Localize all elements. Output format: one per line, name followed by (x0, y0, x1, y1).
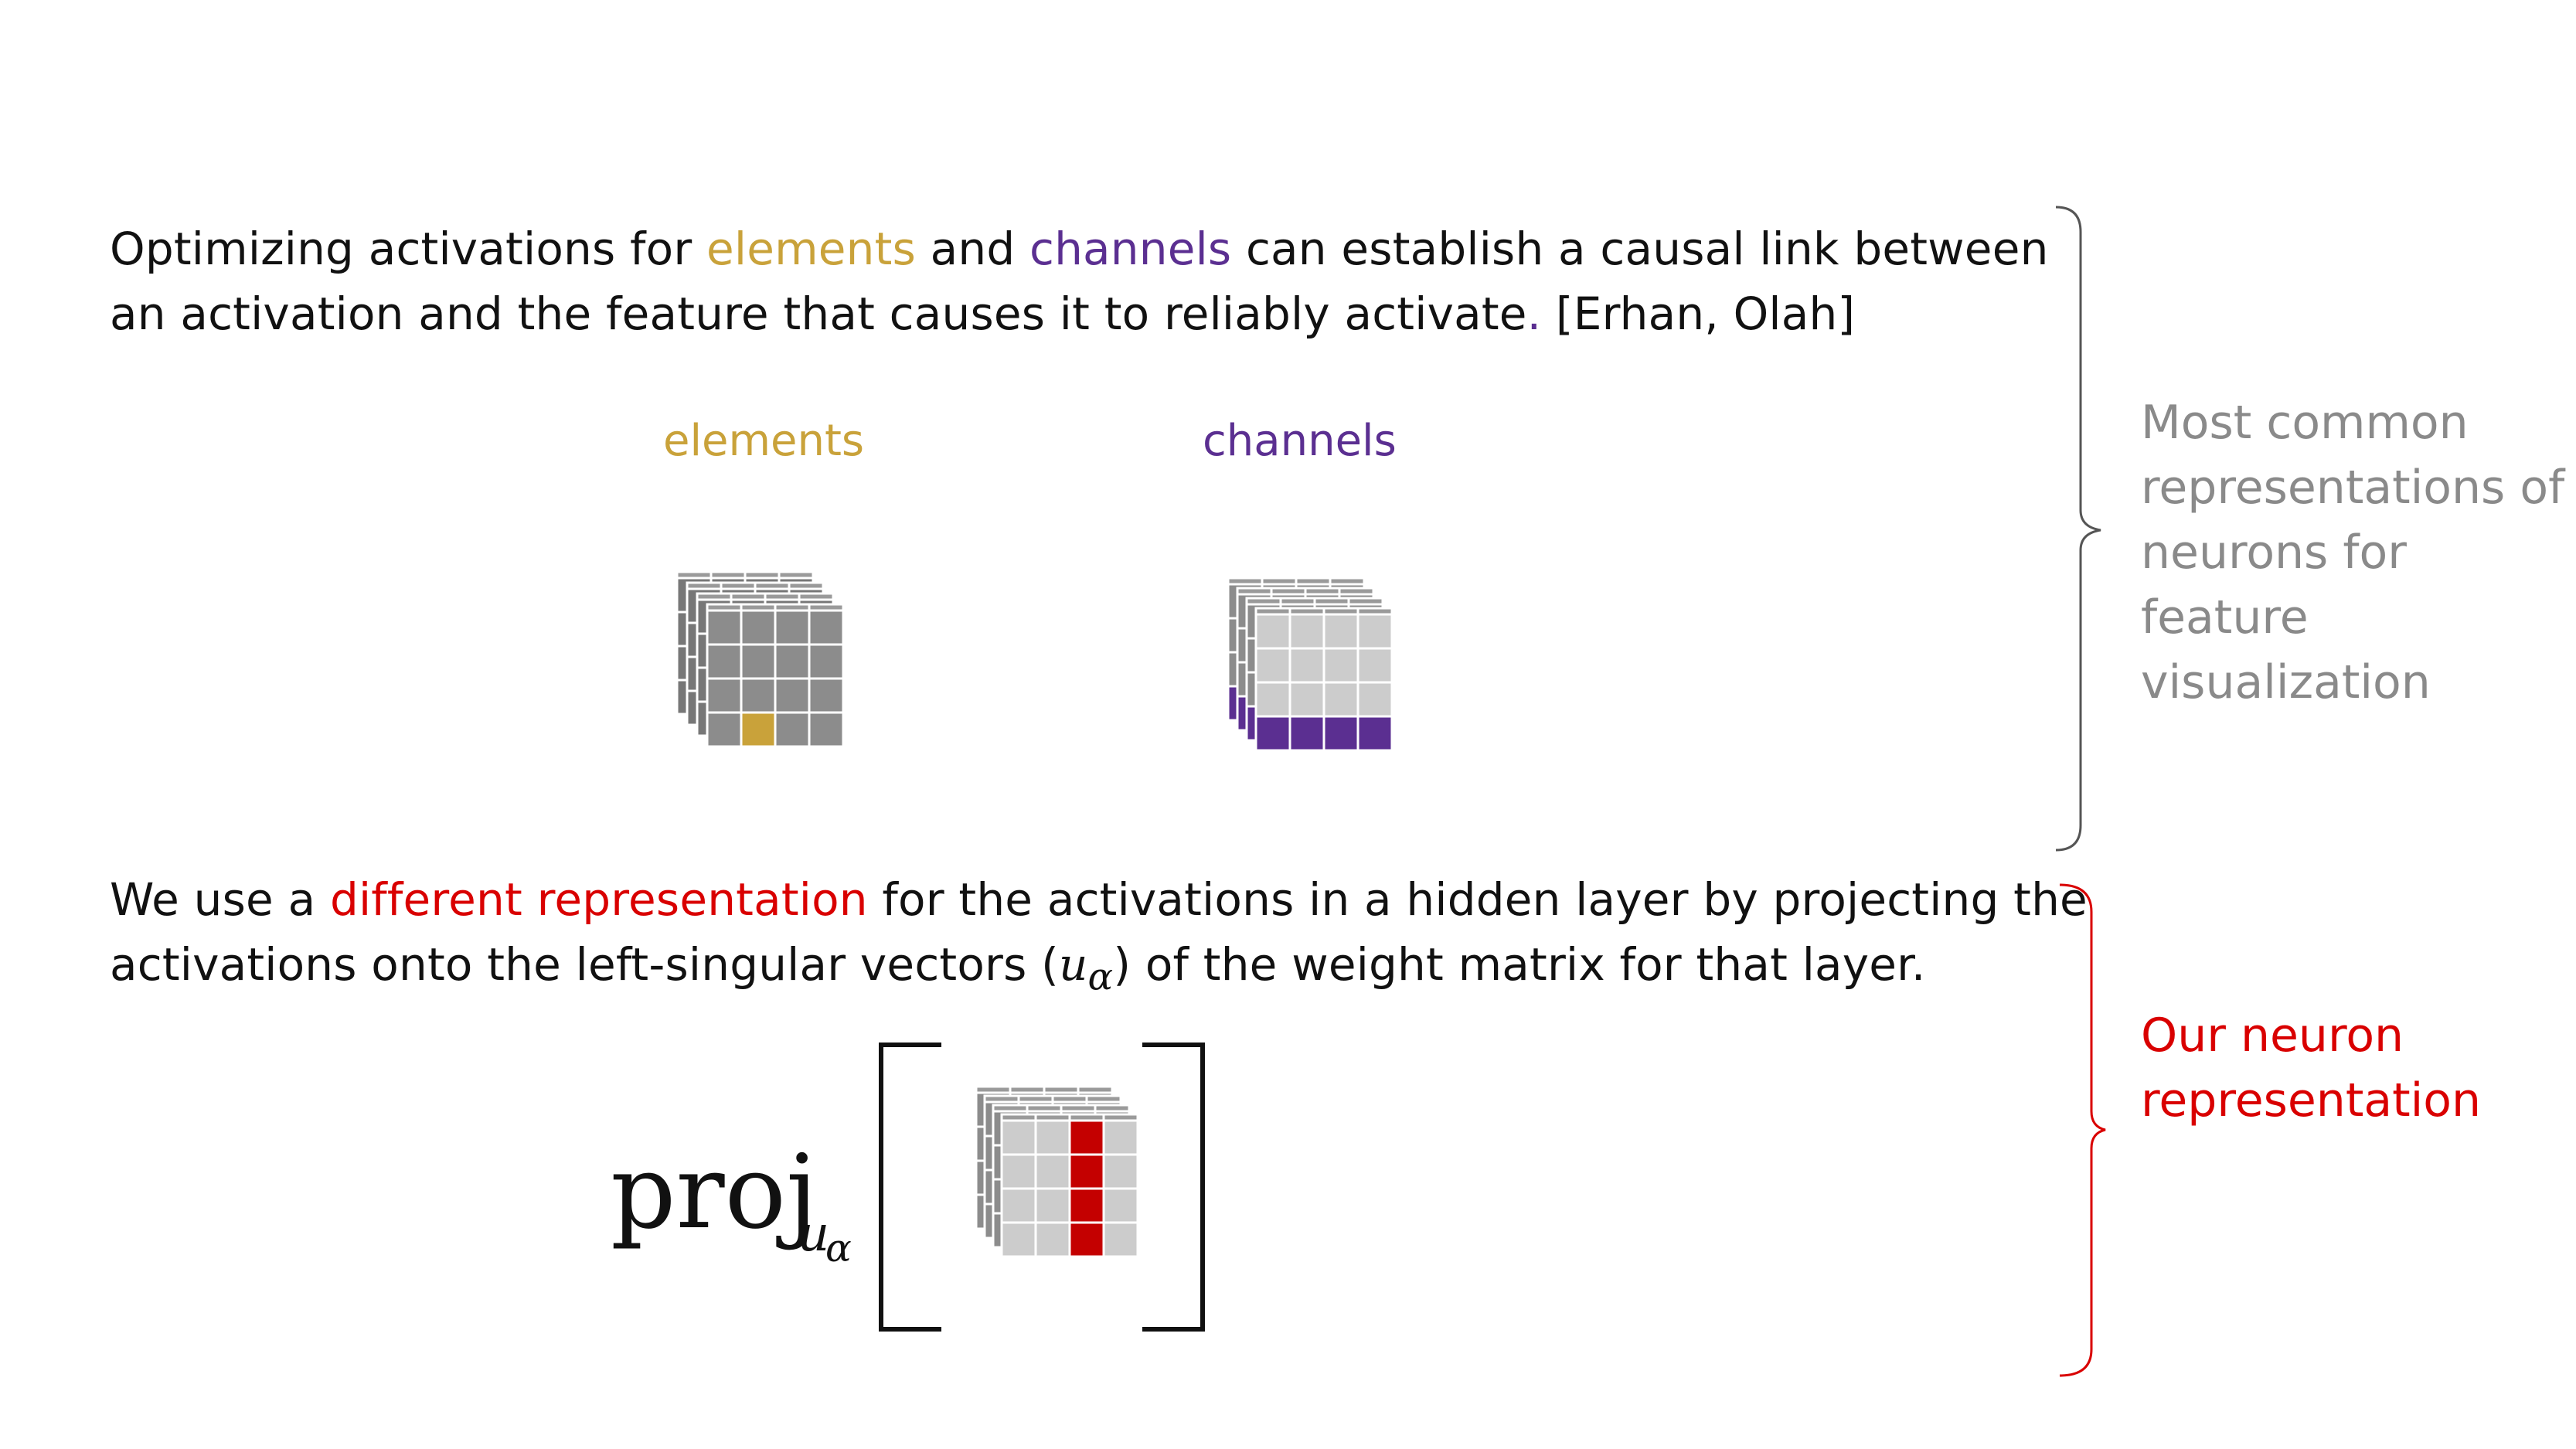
ours-text-end: ) of the weight matrix for that layer. (1113, 938, 1926, 991)
right-bracket (1142, 1043, 1205, 1332)
channels-cell (1322, 613, 1359, 650)
alpha-subscript: α (1087, 955, 1114, 999)
projected-cell (1102, 1221, 1139, 1258)
elements-cell (808, 643, 845, 680)
elements-cell (706, 643, 743, 680)
projected-cell (1034, 1221, 1071, 1258)
intro-citation: [Erhan, Olah] (1541, 287, 1856, 340)
intro-text-body: can establish a causal link between an a… (110, 223, 2049, 340)
projected-cell (1034, 1187, 1071, 1224)
channels-cell (1288, 681, 1325, 718)
channels-cell (1288, 647, 1325, 684)
projection-formula: proj u α (611, 1043, 1205, 1332)
intro-channels-word: channels (1029, 223, 1232, 275)
proj-operator: proj (611, 1133, 818, 1252)
elements-activation-cube (675, 570, 845, 748)
elements-cell (740, 609, 777, 646)
channels-cell (1322, 715, 1359, 752)
elements-cell (774, 609, 811, 646)
channels-cell (1356, 613, 1393, 650)
projected-cell (1000, 1119, 1037, 1156)
channels-cell (1288, 613, 1325, 650)
channels-cell (1356, 647, 1393, 684)
channels-cell (1288, 715, 1325, 752)
ours-brace (2059, 883, 2106, 1377)
channels-cell (1322, 681, 1359, 718)
ours-text-body: for the activations in a hidden layer by… (110, 873, 2088, 991)
elements-cell (808, 711, 845, 748)
channels-label: channels (1203, 416, 1397, 466)
elements-cell (774, 711, 811, 748)
channels-cell (1254, 613, 1291, 650)
projected-cell (1000, 1187, 1037, 1224)
left-bracket (879, 1043, 941, 1332)
elements-cell (740, 711, 777, 748)
projected-cell (1068, 1153, 1105, 1190)
intro-text-start: Optimizing activations for (110, 223, 707, 275)
representation-paragraph: We use a different representation for th… (110, 867, 2088, 1010)
intro-elements-word: elements (706, 223, 916, 275)
elements-cell (808, 609, 845, 646)
projected-cell (1068, 1119, 1105, 1156)
elements-label: elements (663, 416, 865, 466)
channels-cell (1254, 715, 1291, 752)
intro-and: and (916, 223, 1029, 275)
elements-cell (706, 677, 743, 714)
projected-cell (1034, 1153, 1071, 1190)
projected-cell (1034, 1119, 1071, 1156)
proj-subscript-u: u (798, 1206, 829, 1263)
projected-cell (1102, 1153, 1139, 1190)
channels-activation-cube (1227, 577, 1393, 752)
intro-paragraph: Optimizing activations for elements and … (110, 216, 2088, 346)
elements-cell (740, 643, 777, 680)
projected-cell (1102, 1119, 1139, 1156)
elements-cell (740, 677, 777, 714)
channels-cell (1356, 715, 1393, 752)
projected-cell (1102, 1187, 1139, 1224)
projected-activation-cube (975, 1085, 1139, 1258)
u-symbol: u (1058, 938, 1088, 991)
projected-cell (1000, 1153, 1037, 1190)
projected-cell (1068, 1187, 1105, 1224)
channels-cell (1254, 647, 1291, 684)
projected-cell (1068, 1221, 1105, 1258)
elements-cell (774, 677, 811, 714)
channels-cell (1356, 681, 1393, 718)
ours-text-start: We use a (110, 873, 330, 926)
elements-cell (808, 677, 845, 714)
intro-period: . (1526, 287, 1542, 340)
elements-cell (774, 643, 811, 680)
elements-cell (706, 711, 743, 748)
projected-cell (1000, 1221, 1037, 1258)
channels-cell (1322, 647, 1359, 684)
common-brace (2055, 206, 2101, 852)
common-representation-label: Most common representations of neurons f… (2141, 396, 2565, 709)
elements-cell (706, 609, 743, 646)
channels-cell (1254, 681, 1291, 718)
ours-highlight: different representation (329, 873, 868, 926)
proj-subscript-alpha: α (825, 1226, 852, 1270)
our-representation-label: Our neuron representation (2141, 1009, 2482, 1128)
